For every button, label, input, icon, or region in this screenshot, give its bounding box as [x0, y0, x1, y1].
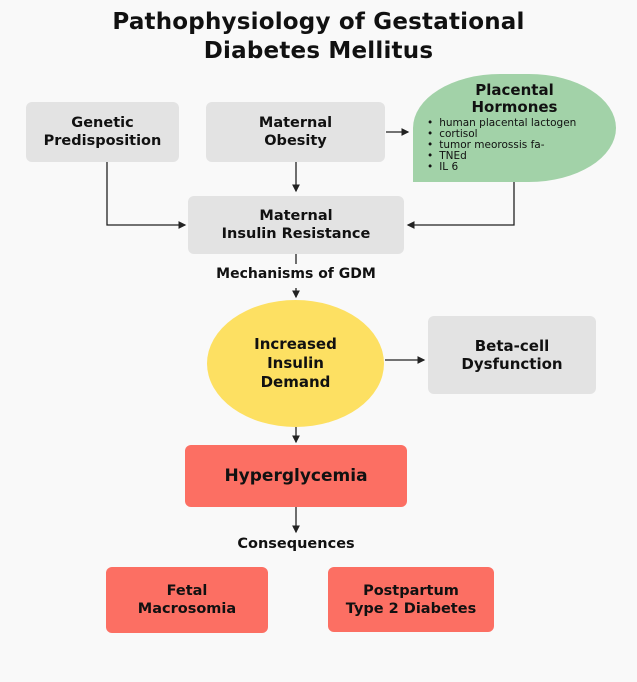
node-genetic-line-1: Genetic	[71, 115, 134, 131]
placental-title-line-1: Placental	[475, 81, 554, 99]
placental-title-line-2: Hormones	[471, 98, 558, 116]
node-demand-line-2: Insulin	[267, 354, 324, 372]
placental-title: Placental Hormones	[413, 82, 616, 116]
node-postpartum-type2-diabetes: Postpartum Type 2 Diabetes	[328, 567, 494, 632]
hormone-item: IL 6	[427, 162, 616, 173]
title-line-1: Pathophysiology of Gestational	[112, 9, 525, 35]
placental-hormone-list: human placental lactogen cortisol tumor …	[413, 118, 616, 173]
node-postpartum-line-1: Postpartum	[363, 582, 459, 599]
node-genetic-predisposition: Genetic Predisposition	[26, 102, 179, 162]
hormone-item: tumor meorossis fa-	[427, 140, 616, 151]
diagram-title: Pathophysiology of Gestational Diabetes …	[0, 8, 637, 66]
title-line-2: Diabetes Mellitus	[203, 38, 434, 64]
node-beta-line-2: Dysfunction	[461, 355, 563, 373]
node-increased-insulin-demand: Increased Insulin Demand	[207, 300, 384, 427]
node-maternal-obesity: Maternal Obesity	[206, 102, 385, 162]
node-genetic-line-2: Predisposition	[43, 133, 162, 149]
node-beta-line-1: Beta-cell	[474, 337, 550, 355]
node-obesity-line-2: Obesity	[264, 133, 327, 149]
node-hyperglycemia: Hyperglycemia	[185, 445, 407, 507]
node-resistance-line-2: Insulin Resistance	[221, 226, 371, 242]
arrow-genetic-to-resistance	[106, 162, 187, 229]
node-postpartum-line-2: Type 2 Diabetes	[345, 600, 477, 617]
node-fetal-line-1: Fetal	[166, 583, 208, 599]
consequences-label: Consequences	[237, 536, 355, 552]
node-obesity-line-1: Maternal	[258, 115, 333, 131]
arrow-placental-to-resistance	[406, 182, 515, 229]
node-placental-hormones: Placental Hormones human placental lacto…	[413, 74, 616, 182]
node-fetal-line-2: Macrosomia	[137, 601, 237, 617]
mechanisms-label: Mechanisms of GDM	[216, 266, 376, 282]
node-beta-cell-dysfunction: Beta-cell Dysfunction	[428, 316, 596, 394]
node-insulin-resistance: Maternal Insulin Resistance	[188, 196, 404, 254]
hormone-item: human placental lactogen	[427, 118, 616, 129]
node-fetal-macrosomia: Fetal Macrosomia	[106, 567, 268, 633]
node-demand-line-1: Increased	[254, 335, 337, 353]
node-demand-line-3: Demand	[260, 373, 331, 391]
node-resistance-line-1: Maternal	[259, 208, 333, 224]
hormone-item: cortisol	[427, 129, 616, 140]
hormone-item: TNEd	[427, 151, 616, 162]
